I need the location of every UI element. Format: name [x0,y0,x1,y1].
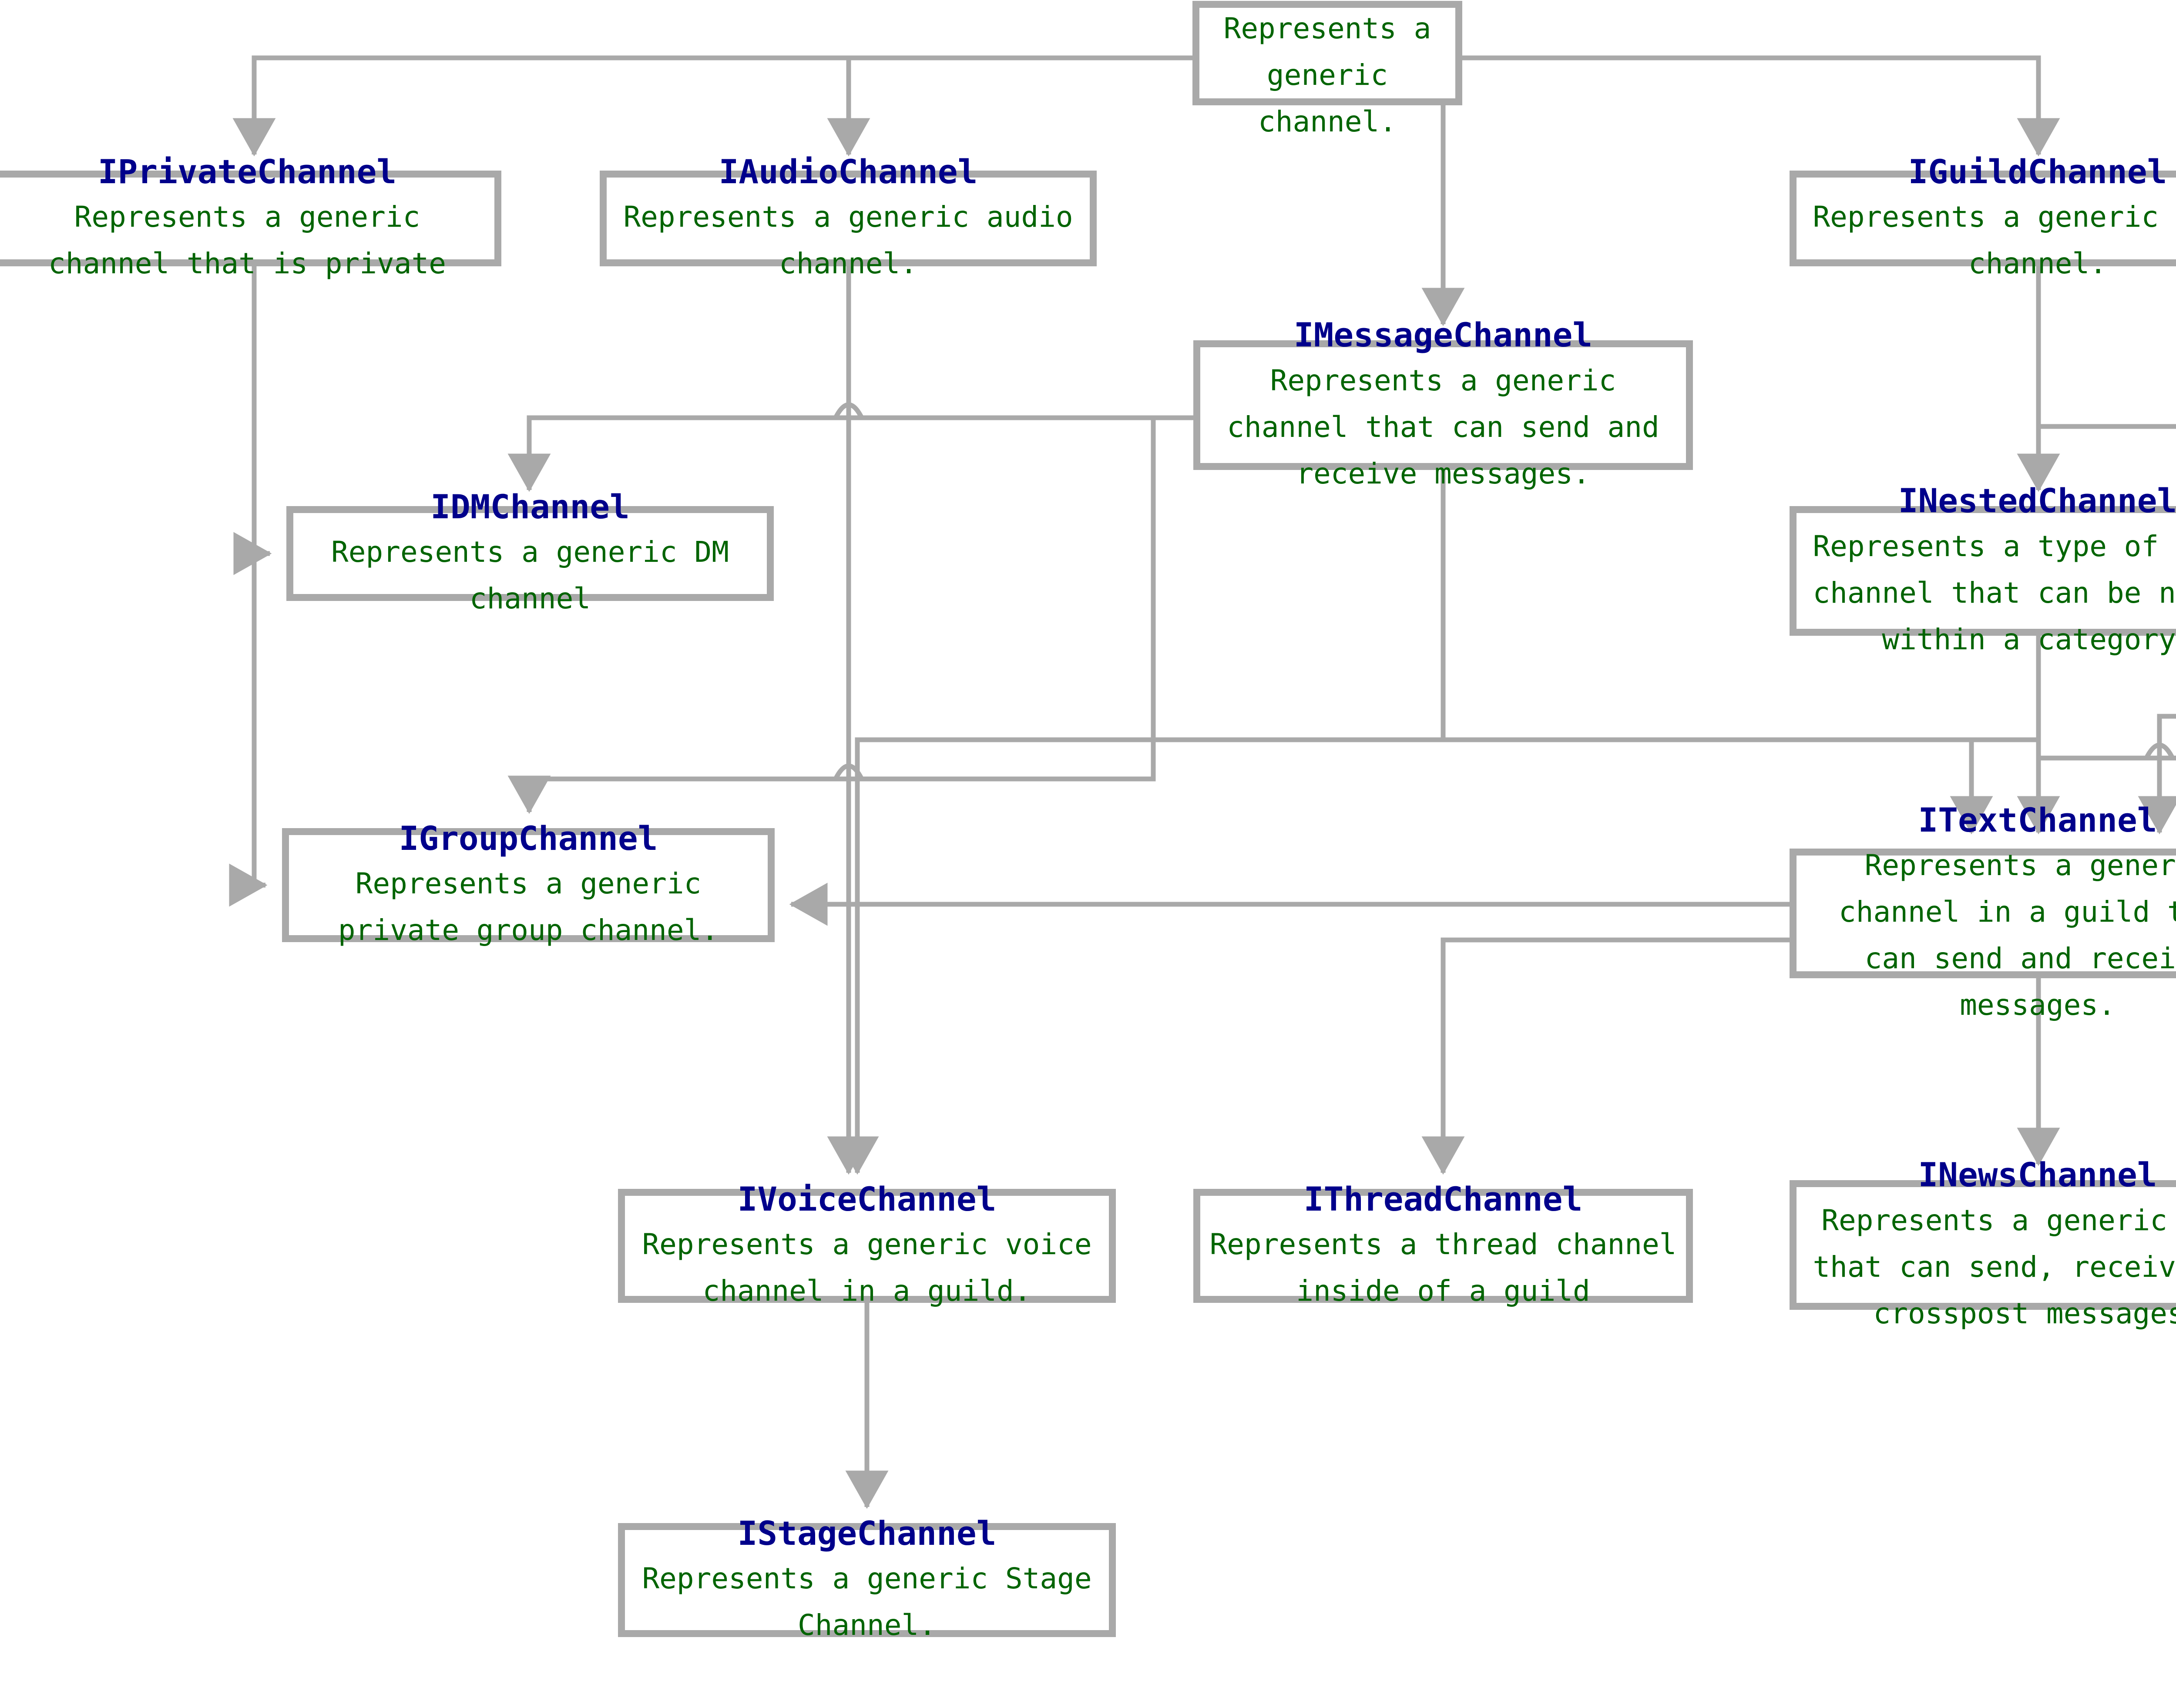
edge-itextchannel-ithreadchannel [1421,937,1790,1175]
node-description: Represents a generic channel that is pri… [48,200,446,281]
node-ivoicechannel[interactable]: IVoiceChannel Represents a generic voice… [618,1180,1116,1308]
node-ichannel[interactable]: IChannel Represents a generic channel. [1192,0,1462,138]
node-inewschannel[interactable]: INewsChannel Represents a generic news t… [1790,1155,2176,1330]
node-title: IChannel [1248,0,1407,6]
node-iguildchannel[interactable]: IGuildChannel Represents a generic guild… [1790,152,2176,280]
node-title: IStageChannel [737,1513,997,1553]
node-title: IThreadChannel [1303,1179,1583,1218]
node-title: INewsChannel [1918,1155,2157,1195]
node-description: Represents a generic channel that can se… [1227,363,1659,490]
node-title: IVoiceChannel [737,1179,997,1218]
node-description: Represents a thread channel inside of a … [1209,1228,1677,1308]
node-idmchannel[interactable]: IDMChannel Represents a generic DM chann… [286,487,774,615]
node-itextchannel[interactable]: ITextChannel Represents a generic channe… [1790,801,2176,1022]
node-title: IDMChannel [430,487,630,526]
node-description: Represents a generic audio channel. [623,200,1073,281]
edge-iprivatechannel-igroupchannel [229,554,268,907]
node-istagechannel[interactable]: IStageChannel Represents a generic Stage… [618,1514,1116,1642]
node-description: Represents a generic private group chann… [338,867,719,947]
node-description: Represents a generic voice channel in a … [642,1228,1092,1308]
node-iprivatechannel[interactable]: IPrivateChannel Represents a generic cha… [0,152,501,280]
node-ithreadchannel[interactable]: IThreadChannel Represents a thread chann… [1193,1180,1693,1308]
node-title: IPrivateChannel [97,152,397,191]
node-description: Represents a type of guild channel that … [1813,529,2176,656]
node-title: IGroupChannel [399,819,658,858]
node-description: Represents a generic channel in a guild … [1839,849,2176,1022]
node-imessagechannel[interactable]: IMessageChannel Represents a generic cha… [1193,315,1693,490]
edge-iintegrationchannel-itextchannel [2138,714,2176,835]
node-title: IAudioChannel [719,152,978,191]
node-description: Represents a generic Stage Channel. [642,1562,1092,1642]
edge-iprivatechannel-idmchannel [233,266,272,575]
node-description: Represents a generic guild channel. [1813,200,2176,281]
edge-ichannel-iguildchannel [1462,55,2060,157]
edge-imessagechannel-itextchannel [1441,470,1993,835]
node-title: IMessageChannel [1293,315,1593,355]
node-description: Represents a generic DM channel [331,535,729,616]
node-title: IGuildChannel [1908,152,2167,191]
edge-imessagechannel-igroupchannel [507,418,1156,814]
node-description: Represents a generic news that can send,… [1813,1203,2176,1330]
edge-imessagechannel-idmchannel [507,415,1193,492]
node-description: Represents a generic channel. [1223,11,1431,138]
node-title: ITextChannel [1918,800,2157,839]
edge-hop-c [2144,742,2175,759]
node-title: INestedChannel [1898,481,2176,520]
node-inestedchannel[interactable]: INestedChannel Represents a type of guil… [1790,481,2176,656]
edge-ichannel-iprivatechannel [232,55,1192,157]
node-igroupchannel[interactable]: IGroupChannel Represents a generic priva… [282,819,775,947]
node-iaudiochannel[interactable]: IAudioChannel Represents a generic audio… [600,152,1097,280]
